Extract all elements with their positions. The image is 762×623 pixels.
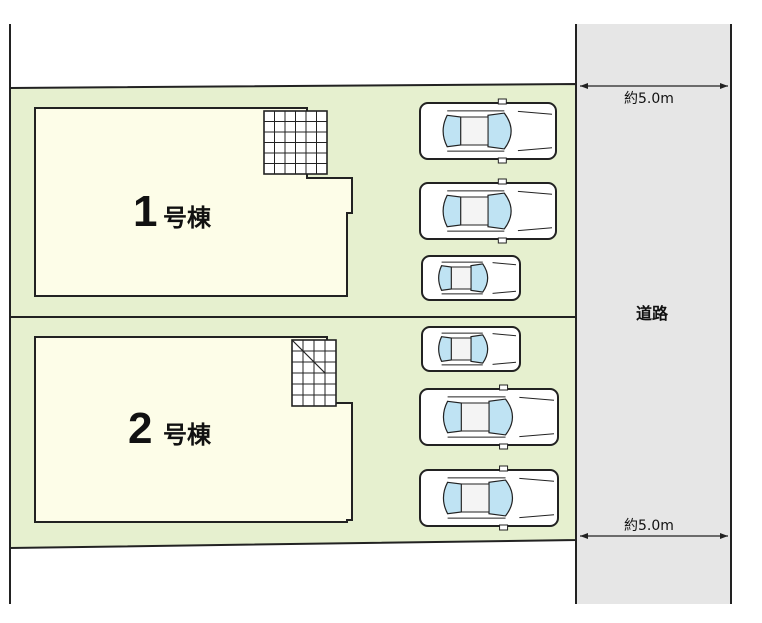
car-icon xyxy=(421,326,521,372)
car-icon xyxy=(419,465,559,531)
dimension-top-label: 約5.0m xyxy=(624,91,674,107)
lot-1-number: 1 xyxy=(133,187,157,236)
car-icon xyxy=(421,255,521,301)
car-icon xyxy=(419,384,559,450)
deck-grid-icon xyxy=(291,339,337,407)
dimension-top xyxy=(580,83,728,89)
parking-spaces xyxy=(419,98,559,531)
dimension-bottom xyxy=(580,533,728,539)
car-icon xyxy=(419,98,557,164)
lot-2-number: 2 xyxy=(128,404,152,453)
dimension-bottom-label: 約5.0m xyxy=(624,518,674,534)
road-area xyxy=(576,24,731,604)
lot-1-suffix: 号棟 xyxy=(163,205,212,232)
road-label: 道路 xyxy=(636,304,669,323)
lot-2-suffix: 号棟 xyxy=(163,422,212,449)
car-icon xyxy=(419,178,557,244)
deck-grid-icon xyxy=(263,110,328,175)
